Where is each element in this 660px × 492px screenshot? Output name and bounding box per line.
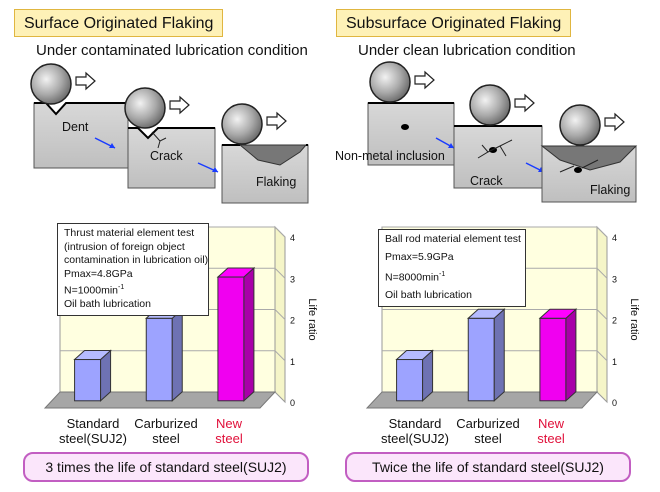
bar-side	[171, 308, 183, 402]
crack-label: Crack	[150, 149, 183, 163]
bar-front	[74, 359, 102, 402]
crack-stage	[124, 87, 216, 189]
bar-top	[216, 267, 256, 278]
category-label-carburized: Carburized steel	[134, 416, 198, 446]
svg-text:Non-metal inclusion: Non-metal inclusion	[335, 149, 445, 163]
gridline	[274, 226, 286, 238]
bar-side	[493, 308, 505, 402]
note-line: Oil bath lubrication	[64, 298, 151, 310]
note-line: Pmax=5.9GPa	[385, 250, 454, 263]
bar	[395, 349, 434, 402]
condition-text: Under contaminated lubrication condition	[36, 42, 308, 59]
bar-front	[467, 317, 495, 402]
test-conditions-note: Ball rod material element test Pmax=5.9G…	[378, 229, 526, 307]
note-line: Oil bath lubrication	[385, 289, 472, 301]
category-label-carburized: Carburized steel	[456, 416, 520, 446]
y-tick-label: 4	[612, 233, 617, 243]
motion-arrow-icon	[75, 71, 96, 91]
category-label-standard: Standard steel(SUJ2)	[381, 416, 449, 446]
category-label-standard: Standard steel(SUJ2)	[59, 416, 127, 446]
flaking-label: Flaking	[590, 183, 630, 197]
surface-flaking-panel: Surface Originated Flaking Under contami…	[14, 9, 318, 482]
y-tick-label: 3	[612, 274, 617, 284]
gridline	[596, 267, 608, 279]
flaking-stage	[540, 104, 638, 203]
bar-top	[395, 350, 434, 361]
inclusion-stage	[367, 61, 455, 166]
bar-front	[145, 317, 173, 402]
category-label-new: New steel	[537, 416, 565, 446]
note-line: Thrust material element test	[64, 227, 195, 239]
bar-front	[396, 359, 424, 402]
flaking-process-diagram: Non-metal inclusion Crack Flaking	[335, 61, 638, 203]
motion-arrow-icon	[414, 70, 435, 90]
y-tick-label: 1	[290, 357, 295, 367]
bar-front	[539, 317, 567, 402]
flaking-stage	[221, 103, 309, 204]
y-axis-label: Life ratio	[306, 298, 318, 340]
note-line: (intrusion of foreign object	[64, 240, 185, 253]
panel-title: Surface Originated Flaking	[14, 9, 224, 37]
svg-text:Crack: Crack	[150, 149, 183, 163]
y-tick-label: 2	[290, 316, 295, 326]
svg-text:Flaking: Flaking	[256, 175, 296, 189]
note-line: N=1000min-1	[64, 284, 125, 297]
subsurface-flaking-panel: Subsurface Originated Flaking Under clea…	[330, 0, 660, 492]
note-line: Pmax=4.8GPa	[64, 267, 133, 280]
motion-arrow-icon	[169, 95, 190, 115]
bar-side	[565, 308, 577, 402]
y-tick-label: 1	[612, 357, 617, 367]
bar-top	[466, 308, 506, 319]
bar-top	[73, 350, 112, 361]
note-line: N=8000min-1	[385, 271, 446, 284]
svg-text:Crack: Crack	[470, 174, 503, 188]
y-tick-label: 4	[290, 233, 295, 243]
crack-label: Crack	[470, 174, 503, 188]
test-conditions-note: Thrust material element test (intrusion …	[57, 223, 209, 316]
note-line: contamination in lubrication oil)	[64, 254, 209, 266]
y-tick-label: 3	[290, 274, 295, 284]
flaking-process-diagram: Dent Crack Flaking	[30, 63, 309, 204]
motion-arrow-icon	[604, 112, 625, 132]
condition-text: Under clean lubrication condition	[358, 42, 576, 59]
gridline	[596, 350, 608, 362]
y-tick-label: 2	[612, 316, 617, 326]
category-label-new: New steel	[215, 416, 243, 446]
summary-banner: Twice the life of standard steel(SUJ2)	[345, 452, 631, 482]
svg-text:Flaking: Flaking	[590, 183, 630, 197]
bar-top	[538, 308, 578, 319]
gridline	[596, 309, 608, 320]
bar	[144, 308, 184, 402]
dent-stage	[30, 63, 129, 169]
inclusion-label: Non-metal inclusion	[335, 149, 445, 163]
bar	[538, 308, 578, 402]
bar	[73, 349, 112, 402]
y-tick-label: 0	[612, 398, 617, 408]
motion-arrow-icon	[266, 111, 287, 131]
note-line: Ball rod material element test	[385, 233, 521, 245]
y-tick-label: 0	[290, 398, 295, 408]
svg-text:Dent: Dent	[62, 120, 89, 134]
gridline	[274, 350, 286, 362]
flaking-label: Flaking	[256, 175, 296, 189]
crack-stage	[453, 84, 543, 189]
gridline	[274, 267, 286, 279]
y-axis-label: Life ratio	[628, 298, 640, 340]
bar	[216, 266, 256, 402]
bar-side	[243, 266, 255, 402]
summary-banner: 3 times the life of standard steel(SUJ2)	[23, 452, 309, 482]
dent-label: Dent	[62, 120, 89, 134]
panel-title: Subsurface Originated Flaking	[336, 9, 572, 37]
gridline	[596, 226, 608, 238]
motion-arrow-icon	[514, 93, 535, 113]
gridline	[274, 309, 286, 320]
bar	[466, 308, 506, 402]
bar-front	[217, 276, 245, 402]
